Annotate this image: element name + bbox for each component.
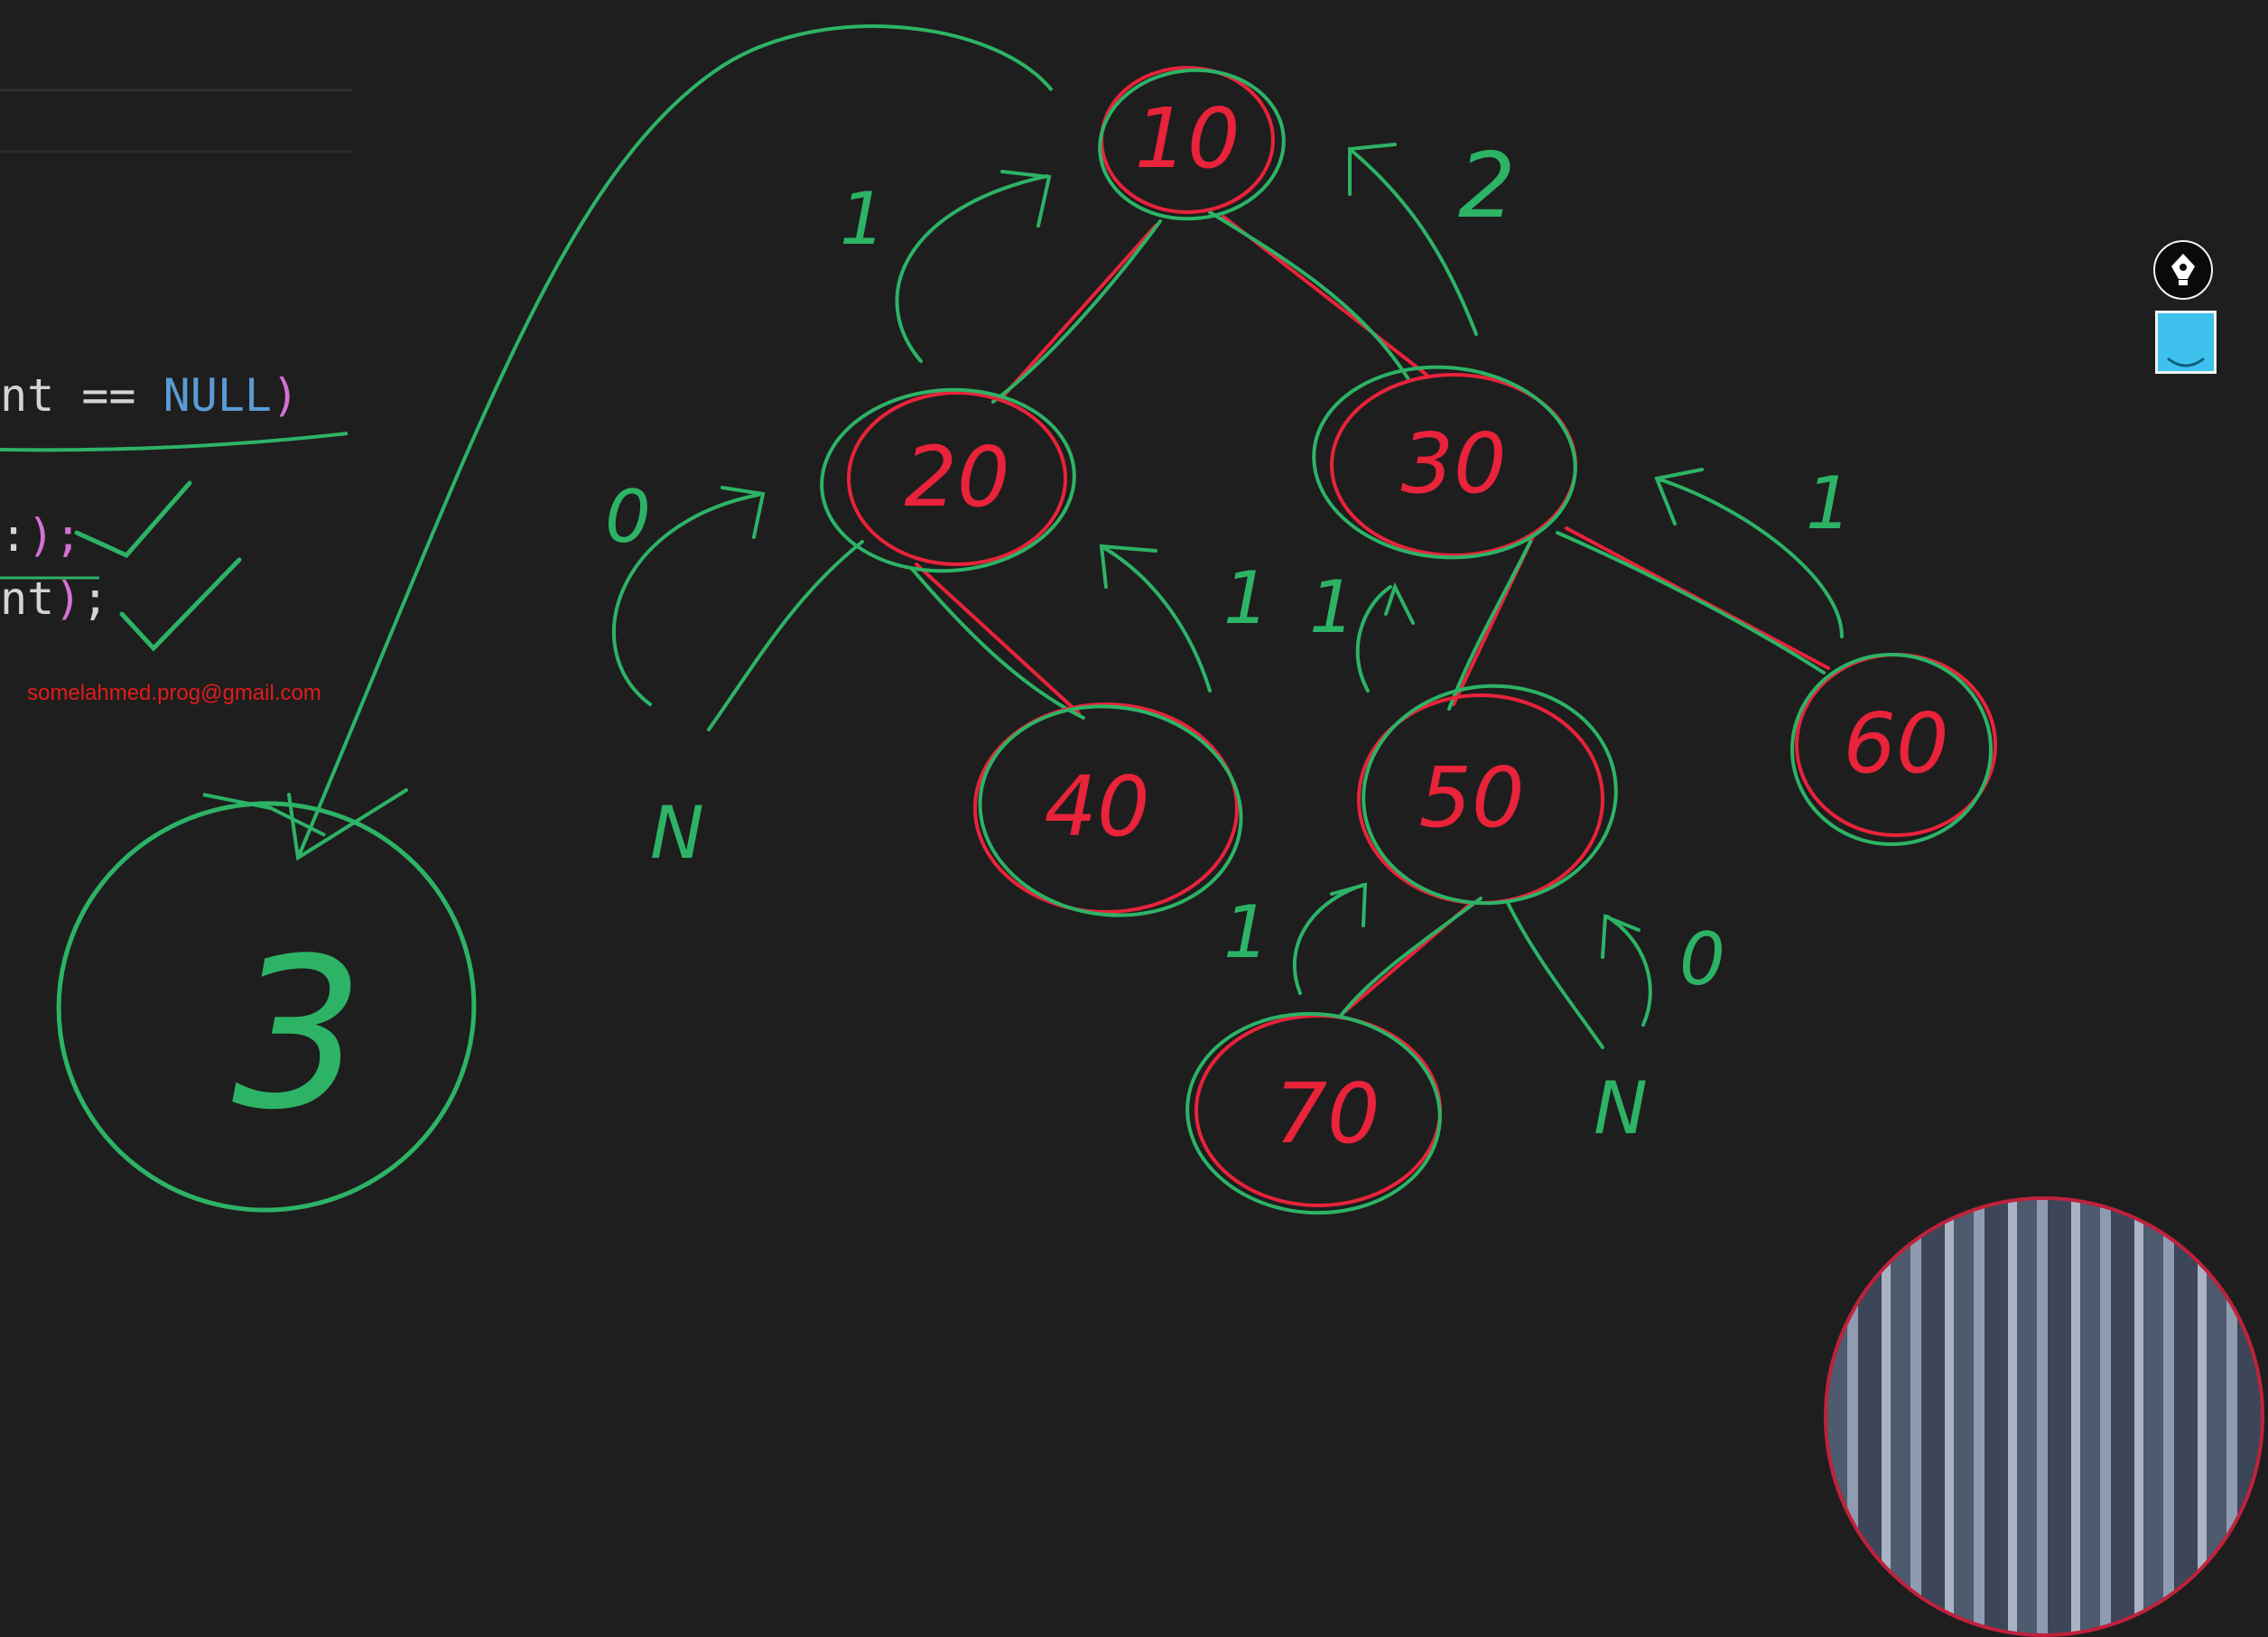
annotation-n30-right: 1 [1806,461,1852,545]
tree-edges-red [915,215,1830,1013]
height-result-label: 3 [232,915,364,1156]
node-60: 60 [1790,653,1997,846]
code-line-right-call: nt); [0,572,108,625]
annotation-n30-left: 1 [1309,565,1355,649]
node-30: 30 [1312,365,1577,560]
node-label: 10 [1134,90,1240,187]
whiteboard-canvas: nt == NULL) :); nt); somelahmed.prog@gma… [0,24,1997,1215]
annotation-n20-left-null: N [650,791,704,875]
node-50: 50 [1357,684,1618,906]
annotation-n50-left: 1 [1223,890,1269,974]
pen-tool-button[interactable] [2153,240,2213,300]
tree-edges-green [707,210,1826,1049]
color-swatch-button[interactable] [2155,311,2217,374]
annotation-n10-right: 2 [1458,133,1516,238]
annotation-n20-right: 1 [1223,556,1269,640]
node-label: 60 [1843,695,1948,792]
node-label: 20 [904,429,1009,526]
node-label: 40 [1044,758,1149,855]
result-circle [56,801,477,1213]
node-label: 30 [1400,415,1506,512]
arrowhead-icon [287,788,408,861]
code-underline [0,432,349,452]
annotation-n50-right: 0 [1679,917,1725,1001]
node-20: 20 [820,387,1076,573]
annotation-n50-right-null: N [1594,1066,1648,1150]
arrowhead-icon [202,793,326,837]
return-arrows [612,143,1844,1027]
return-arrow [296,24,1054,859]
checkmark-icon [74,480,192,559]
code-line-left-call: :); [0,509,81,562]
email-watermark: somelahmed.prog@gmail.com [27,681,321,705]
annotation-n20-left: 0 [605,475,651,559]
color-swatch-icon [2167,357,2205,367]
node-label: 70 [1274,1065,1380,1162]
code-line-null-check: nt == NULL) [0,369,299,422]
node-label: 50 [1418,749,1524,846]
webcam-overlay [1824,1196,2264,1637]
height-annotations: 0 N 1 1 2 1 1 1 0 N [605,133,1852,1150]
annotation-n10-left: 1 [840,177,886,261]
node-10: 10 [1098,66,1286,221]
node-40: 40 [973,702,1243,917]
node-70: 70 [1185,1011,1442,1215]
checkmark-icon [119,557,242,652]
pen-nib-icon [2171,254,2195,285]
